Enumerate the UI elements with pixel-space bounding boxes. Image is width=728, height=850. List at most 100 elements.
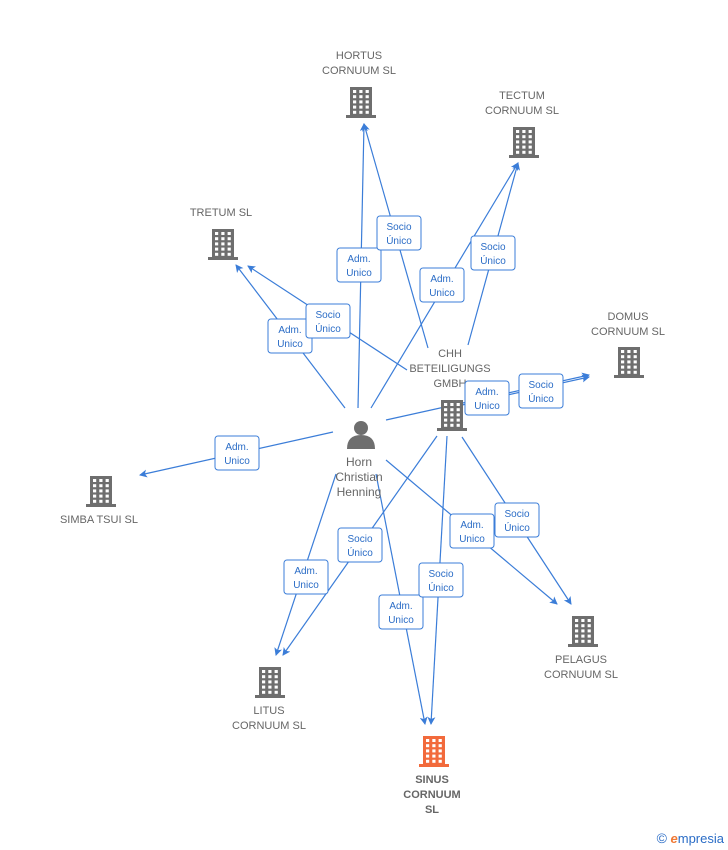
building-window [93, 494, 97, 498]
person-label: Henning [337, 485, 382, 499]
company-label-tectum: TECTUM [499, 90, 545, 102]
edge-badge-label: Adm. [225, 442, 248, 453]
building-window [215, 247, 219, 251]
edge-badge-label: Socio [315, 310, 340, 321]
building-icon [614, 347, 644, 378]
building-window [432, 739, 436, 742]
building-window [426, 759, 430, 763]
edge-badge-label: Único [347, 546, 373, 559]
building-window [627, 365, 631, 369]
company-label-simba: SIMBA TSUI SL [60, 514, 138, 526]
edge-badge-horn-sinus[interactable]: Adm.Unico [378, 594, 424, 630]
building-window [215, 237, 219, 241]
edge-badge-horn-tectum[interactable]: Adm.Unico [419, 267, 465, 303]
building-window [359, 90, 363, 93]
building-window [432, 744, 436, 748]
building-window [516, 140, 520, 144]
company-label-domus: DOMUS [608, 311, 649, 323]
company-label-hortus: HORTUS [336, 50, 382, 62]
edge-badge-horn-tretum[interactable]: Adm.Unico [267, 318, 313, 354]
edge-badge-label: Único [386, 234, 412, 247]
building-window [426, 754, 430, 758]
person-label: Horn [346, 455, 372, 469]
building-icon [419, 736, 449, 767]
company-node-simba[interactable]: SIMBA TSUI SL [60, 476, 138, 526]
building-window [528, 140, 532, 144]
company-label-pelagus: CORNUUM SL [544, 669, 618, 681]
edge-badge-horn-pelagus[interactable]: Adm.Unico [449, 513, 495, 549]
badges-layer: Adm.UnicoSocioÚnicoAdm.UnicoSocioÚnicoAd… [214, 215, 564, 630]
brand-initial: e [670, 831, 678, 846]
building-window [227, 252, 231, 256]
edge-badge-horn-hortus[interactable]: Adm.Unico [336, 247, 382, 283]
building-window [450, 408, 454, 412]
building-window [93, 499, 97, 503]
edge-badge-label: Único [428, 581, 454, 594]
building-window [93, 479, 97, 482]
building-window [105, 494, 109, 498]
building-window [274, 670, 278, 673]
building-window [359, 105, 363, 109]
edge-badge-label: Socio [480, 242, 505, 253]
company-label-pelagus: PELAGUS [555, 654, 607, 666]
building-window [215, 252, 219, 256]
building-window [353, 100, 357, 104]
edge-badge-label: Único [504, 521, 530, 534]
edge-badge-box [494, 502, 540, 538]
building-window [444, 418, 448, 422]
building-window [438, 744, 442, 748]
building-window [627, 370, 631, 374]
building-window [581, 624, 585, 628]
edge-badge-horn-domus[interactable]: Adm.Unico [464, 380, 510, 416]
edge-badge-horn-litus[interactable]: Adm.Unico [283, 559, 329, 595]
edge-badge-label: Socio [386, 222, 411, 233]
building-window [456, 418, 460, 422]
building-window [268, 675, 272, 679]
edge-badge-label: Unico [459, 534, 485, 545]
building-window [575, 629, 579, 633]
building-window [105, 489, 109, 493]
building-window [274, 685, 278, 689]
edge-badge-horn-simba[interactable]: Adm.Unico [214, 435, 260, 471]
building-window [444, 413, 448, 417]
edge-badge-label: Adm. [389, 601, 412, 612]
building-window [274, 680, 278, 684]
building-window [587, 624, 591, 628]
building-window [353, 90, 357, 93]
building-window [262, 675, 266, 679]
building-window [450, 423, 454, 427]
building-window [621, 350, 625, 353]
building-window [99, 499, 103, 503]
company-node-tretum[interactable]: TRETUM SL [190, 207, 252, 260]
person-icon [347, 421, 375, 449]
company-label-hortus: CORNUUM SL [322, 65, 396, 77]
company-node-hortus[interactable]: HORTUS CORNUUM SL [322, 50, 396, 118]
edge-badge-label: Adm. [347, 254, 370, 265]
company-label-sinus: SL [425, 804, 439, 816]
empresia-watermark[interactable]: © empresia [657, 830, 724, 846]
building-window [522, 150, 526, 154]
building-window [633, 365, 637, 369]
company-node-pelagus[interactable]: PELAGUS CORNUUM SL [544, 616, 618, 681]
edge-badge-box [283, 559, 329, 595]
edge-badge-box [214, 435, 260, 471]
edge-badge-box [376, 215, 422, 251]
building-window [215, 232, 219, 235]
building-window [221, 242, 225, 246]
building-window [456, 413, 460, 417]
building-window [262, 670, 266, 673]
building-window [99, 484, 103, 488]
